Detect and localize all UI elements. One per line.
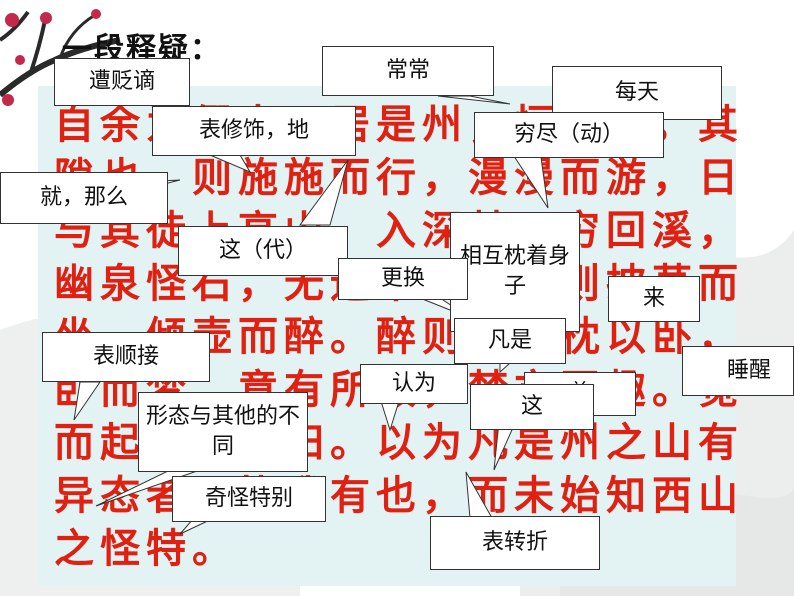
callout-biaoxiushi: 表修饰，地 — [152, 106, 356, 156]
callout-meitian: 每天 — [552, 66, 722, 120]
passage-line: 之怪特。 — [54, 525, 238, 572]
callout-zhe: 这（代） — [178, 226, 348, 276]
callout-changchang: 常常 — [322, 46, 494, 96]
passage-line: 与其徒上高山，入深林，穷回溪， — [54, 207, 744, 254]
passage-line: 异态者，皆我有也，而未始知西山 — [54, 472, 744, 519]
callout-jiu: 就，那么 — [0, 172, 168, 224]
callout-renwei: 认为 — [360, 364, 468, 404]
callout-zhe2: 这 — [470, 384, 594, 430]
callout-genghuan: 更换 — [338, 258, 468, 300]
callout-biaozhuanzhe: 表转折 — [430, 516, 600, 570]
callout-bianzhe: 遭贬谪 — [54, 58, 190, 106]
callout-xianghu: 相互枕着身子 — [450, 212, 580, 332]
callout-xingtai: 形态与其他的不同 — [138, 392, 308, 472]
callout-qiguai: 奇怪特别 — [172, 476, 326, 522]
callout-lai: 来 — [608, 276, 700, 322]
passage-line: 隙也，则施施而行，漫漫而游，日 — [54, 154, 744, 201]
callout-qiongjin: 穷尽（动） — [474, 112, 664, 158]
callout-shuixing: 睡醒 — [682, 346, 794, 396]
callout-fanshi: 凡是 — [454, 318, 566, 364]
callout-biaoshunjie: 表顺接 — [42, 332, 210, 382]
